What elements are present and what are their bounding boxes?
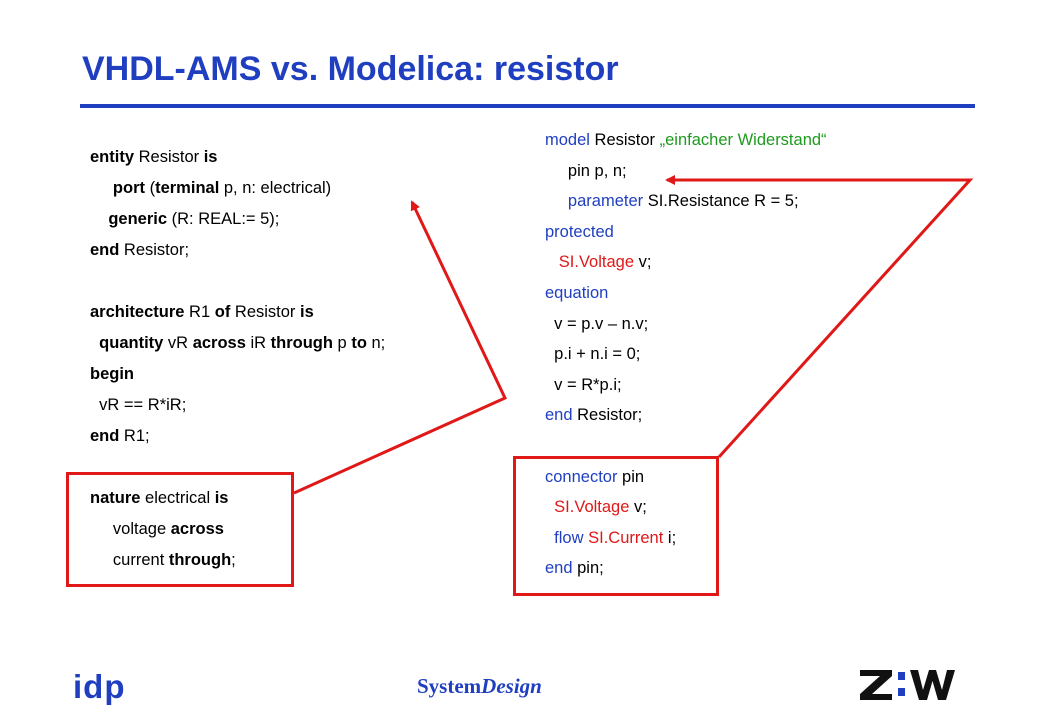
nature-highlight-box: [66, 472, 294, 587]
code-token: i;: [663, 528, 677, 547]
code-token: end: [90, 427, 120, 445]
vhdl-code-line: voltage across: [90, 520, 224, 539]
code-token: across: [192, 334, 246, 352]
code-token: SI.Voltage: [554, 498, 630, 517]
code-token: SI.Voltage: [558, 253, 634, 272]
code-token: is: [203, 148, 218, 166]
code-token: R1: [184, 303, 215, 321]
modelica-code-line: pin p, n;: [545, 162, 627, 181]
code-token: Resistor;: [119, 241, 190, 259]
modelica-code-line: end pin;: [545, 559, 604, 578]
modelica-code-line: SI.Voltage v;: [545, 253, 652, 272]
vhdl-code-line: end R1;: [90, 427, 150, 446]
code-token: architecture: [90, 303, 185, 321]
code-token: Resistor: [230, 303, 300, 321]
code-token: begin: [90, 365, 134, 383]
code-token: (: [145, 179, 156, 197]
vhdl-code-line: generic (R: REAL:= 5);: [90, 210, 279, 229]
code-token: ;: [231, 551, 236, 569]
systemdesign-label: SystemDesign: [417, 674, 542, 699]
vhdl-code-line: end Resistor;: [90, 241, 189, 260]
code-token: „einfacher Widerstand“: [659, 131, 827, 149]
code-token: v;: [629, 498, 647, 517]
code-token: p.i + n.i = 0;: [545, 345, 641, 364]
modelica-code-line: v = R*p.i;: [545, 375, 622, 395]
vhdl-code-line: nature electrical is: [90, 489, 228, 508]
code-token: vR == R*iR;: [90, 396, 187, 414]
modelica-code-line: protected: [545, 223, 614, 242]
code-token: equation: [545, 284, 609, 302]
code-token: parameter: [567, 192, 644, 211]
ziw-logo-mark: [860, 670, 955, 700]
code-token: SI.Resistance R = 5;: [643, 192, 799, 211]
modelica-code-line: parameter SI.Resistance R = 5;: [545, 192, 799, 211]
code-token: (R: REAL:= 5);: [167, 210, 280, 228]
code-token: p: [332, 334, 352, 352]
connector-arrow: [665, 175, 974, 459]
code-token: protected: [545, 222, 614, 241]
code-token: generic: [108, 210, 168, 228]
code-token: v;: [634, 253, 652, 272]
code-token: is: [214, 489, 229, 507]
ziw-logo: [858, 664, 958, 709]
code-token: SI.Current: [588, 528, 664, 547]
vhdl-code-line: quantity vR across iR through p to n;: [90, 334, 385, 353]
code-token: p, n: electrical): [219, 179, 332, 197]
modelica-code-line: SI.Voltage v;: [545, 498, 647, 517]
code-token: nature: [90, 489, 141, 507]
code-token: port: [112, 179, 145, 197]
vhdl-code-line: begin: [90, 365, 134, 384]
code-token: quantity: [99, 334, 164, 352]
code-token: vR: [163, 334, 193, 352]
code-token: is: [300, 303, 314, 321]
vhdl-code-line: entity Resistor is: [90, 148, 217, 167]
nature-arrow: [293, 200, 508, 495]
code-token: v = R*p.i;: [545, 375, 622, 394]
code-token: end: [545, 406, 573, 425]
vhdl-code-line: current through;: [90, 551, 236, 570]
code-token: voltage: [90, 520, 171, 538]
code-token: iR: [245, 334, 271, 352]
slide-title: VHDL-AMS vs. Modelica: resistor: [82, 50, 619, 88]
connector-highlight-box: [513, 456, 719, 596]
code-token: model: [545, 131, 590, 149]
code-token: n;: [366, 334, 386, 352]
code-token: end: [545, 559, 573, 578]
idp-logo: idp: [73, 668, 126, 705]
code-token: through: [270, 334, 333, 352]
code-token: of: [214, 303, 231, 321]
code-token: connector: [545, 467, 618, 486]
code-token: across: [170, 520, 224, 538]
modelica-code-line: p.i + n.i = 0;: [545, 345, 640, 364]
modelica-code-line: model Resistor „einfacher Widerstand“: [545, 131, 827, 150]
code-token: pin p, n;: [545, 161, 627, 180]
modelica-code-line: end Resistor;: [545, 406, 642, 425]
modelica-code-line: flow SI.Current i;: [545, 529, 676, 548]
title-underline: [80, 104, 975, 108]
code-token: through: [168, 551, 232, 569]
vhdl-code-line: architecture R1 of Resistor is: [90, 303, 314, 322]
code-token: Resistor: [589, 131, 660, 149]
vhdl-code-line: vR == R*iR;: [90, 396, 186, 415]
code-token: to: [351, 334, 367, 352]
code-token: pin;: [572, 559, 604, 578]
code-token: terminal: [155, 179, 220, 197]
modelica-code-line: equation: [545, 284, 608, 303]
systemdesign-bold: System: [417, 674, 482, 698]
code-token: electrical: [140, 489, 215, 507]
modelica-code-line: v = p.v – n.v;: [545, 315, 648, 334]
code-token: v = p.v – n.v;: [545, 314, 649, 333]
code-token: Resistor;: [572, 406, 643, 425]
code-token: pin: [617, 467, 645, 486]
code-token: flow: [554, 528, 584, 547]
code-token: current: [90, 551, 169, 569]
modelica-code-line: connector pin: [545, 468, 644, 487]
code-token: entity: [90, 148, 135, 166]
code-token: R1;: [119, 427, 150, 445]
code-token: Resistor: [134, 148, 204, 166]
vhdl-code-line: port (terminal p, n: electrical): [90, 179, 331, 198]
code-token: end: [90, 241, 120, 259]
systemdesign-italic: Design: [481, 674, 542, 698]
